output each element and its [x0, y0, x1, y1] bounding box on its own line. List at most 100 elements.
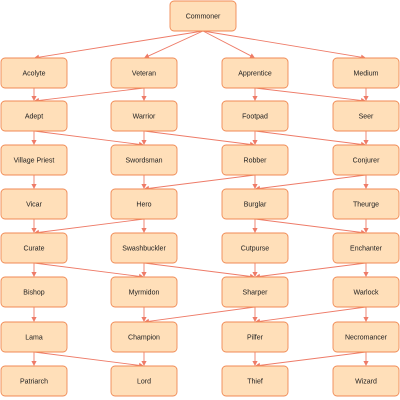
edge-theurge-to-enchanter	[363, 219, 369, 233]
node-swordsman[interactable]: Swordsman	[110, 144, 178, 176]
node-label: Hero	[136, 201, 151, 208]
node-box	[0, 232, 68, 264]
edge-line	[259, 174, 367, 189]
node-acolyte[interactable]: Acolyte	[0, 57, 68, 89]
edge-apprentice-to-footpad	[252, 88, 258, 101]
node-box	[332, 100, 400, 132]
edge-medium-to-seer	[363, 88, 369, 101]
node-warlock[interactable]: Warlock	[332, 276, 400, 308]
node-box	[110, 188, 178, 220]
node-champion[interactable]: Champion	[110, 321, 178, 353]
node-label: Robber	[244, 157, 268, 164]
node-label: Sharper	[243, 289, 269, 296]
node-box	[110, 232, 178, 264]
node-label: Cutpurse	[241, 245, 270, 252]
node-wizard[interactable]: Wizard	[332, 365, 400, 397]
edge-line	[38, 30, 204, 58]
node-box	[110, 321, 178, 353]
node-label: Curate	[23, 245, 44, 252]
edge-line	[259, 262, 367, 277]
node-pilfer[interactable]: Pilfer	[221, 321, 289, 353]
arrowhead	[252, 361, 258, 366]
node-label: Thief	[247, 378, 263, 385]
node-thief[interactable]: Thief	[221, 365, 289, 397]
arrowhead	[363, 228, 369, 233]
arrowhead	[31, 272, 37, 277]
node-burglar[interactable]: Burglar	[221, 188, 289, 220]
node-box	[0, 57, 68, 89]
arrowhead	[141, 361, 147, 366]
node-box	[221, 100, 289, 132]
arrowhead	[363, 317, 369, 322]
arrowhead	[363, 140, 369, 145]
node-myrmidon[interactable]: Myrmidon	[110, 276, 178, 308]
arrowhead	[363, 272, 369, 277]
node-veteran[interactable]: Veteran	[110, 57, 178, 89]
node-enchanter[interactable]: Enchanter	[332, 232, 400, 264]
node-label: Burglar	[244, 201, 267, 208]
edge-commoner-to-apprentice	[202, 30, 255, 59]
node-box	[332, 365, 400, 397]
arrowhead	[363, 96, 369, 101]
node-vicar[interactable]: Vicar	[0, 188, 68, 220]
node-theurge[interactable]: Theurge	[332, 188, 400, 220]
node-label: Wizard	[355, 378, 377, 385]
edge-line	[143, 262, 251, 277]
node-sharper[interactable]: Sharper	[221, 276, 289, 308]
node-label: Warlock	[353, 289, 379, 296]
edge-swordsman-to-hero	[141, 175, 147, 189]
node-label: Footpad	[242, 113, 268, 120]
node-curate[interactable]: Curate	[0, 232, 68, 264]
edge-line	[254, 130, 362, 145]
arrowhead	[252, 96, 258, 101]
node-box	[221, 276, 289, 308]
node-label: Village Priest	[14, 157, 55, 164]
arrowhead	[252, 272, 258, 277]
node-lama[interactable]: Lama	[0, 321, 68, 353]
node-footpad[interactable]: Footpad	[221, 100, 289, 132]
edge-line	[148, 306, 256, 322]
node-label: Commoner	[186, 13, 221, 20]
node-label: Bishop	[23, 289, 45, 296]
node-box	[332, 321, 400, 353]
node-label: Theurge	[353, 201, 379, 208]
node-necromancer[interactable]: Necromancer	[332, 321, 400, 353]
node-box	[0, 100, 68, 132]
node-box	[221, 188, 289, 220]
node-swashbuckler[interactable]: Swashbuckler	[110, 232, 178, 264]
node-label: Vicar	[26, 201, 42, 208]
node-patriarch[interactable]: Patriarch	[0, 365, 68, 397]
edge-footpad-to-robber	[252, 131, 258, 145]
node-conjurer[interactable]: Conjurer	[332, 144, 400, 176]
node-box	[110, 276, 178, 308]
edge-warlock-to-pilfer	[255, 306, 367, 324]
node-label: Enchanter	[350, 245, 383, 252]
edge-line	[33, 130, 140, 145]
node-seer[interactable]: Seer	[332, 100, 400, 132]
edge-myrmidon-to-champion	[141, 307, 147, 322]
node-warrior[interactable]: Warrior	[110, 100, 178, 132]
node-label: Lord	[137, 378, 151, 385]
node-label: Apprentice	[238, 70, 272, 77]
edge-commoner-to-veteran	[144, 30, 204, 59]
arrowhead	[141, 228, 147, 233]
node-cutpurse[interactable]: Cutpurse	[221, 232, 289, 264]
edge-line	[202, 30, 251, 57]
edge-line	[38, 87, 145, 101]
arrowhead	[31, 317, 37, 322]
node-robber[interactable]: Robber	[221, 144, 289, 176]
node-adept[interactable]: Adept	[0, 100, 68, 132]
edge-swashbuckler-to-myrmidon	[141, 263, 147, 277]
node-box	[110, 100, 178, 132]
node-medium[interactable]: Medium	[332, 57, 400, 89]
edge-line	[259, 306, 367, 322]
node-apprentice[interactable]: Apprentice	[221, 57, 289, 89]
node-bishop[interactable]: Bishop	[0, 276, 68, 308]
edge-bishop-to-lama	[31, 307, 37, 322]
edge-vicar-to-curate	[31, 219, 37, 233]
node-lord[interactable]: Lord	[110, 365, 178, 397]
edge-pilfer-to-thief	[252, 352, 258, 366]
node-village-priest[interactable]: Village Priest	[0, 144, 68, 176]
node-hero[interactable]: Hero	[110, 188, 178, 220]
node-commoner[interactable]: Commoner	[169, 0, 237, 32]
